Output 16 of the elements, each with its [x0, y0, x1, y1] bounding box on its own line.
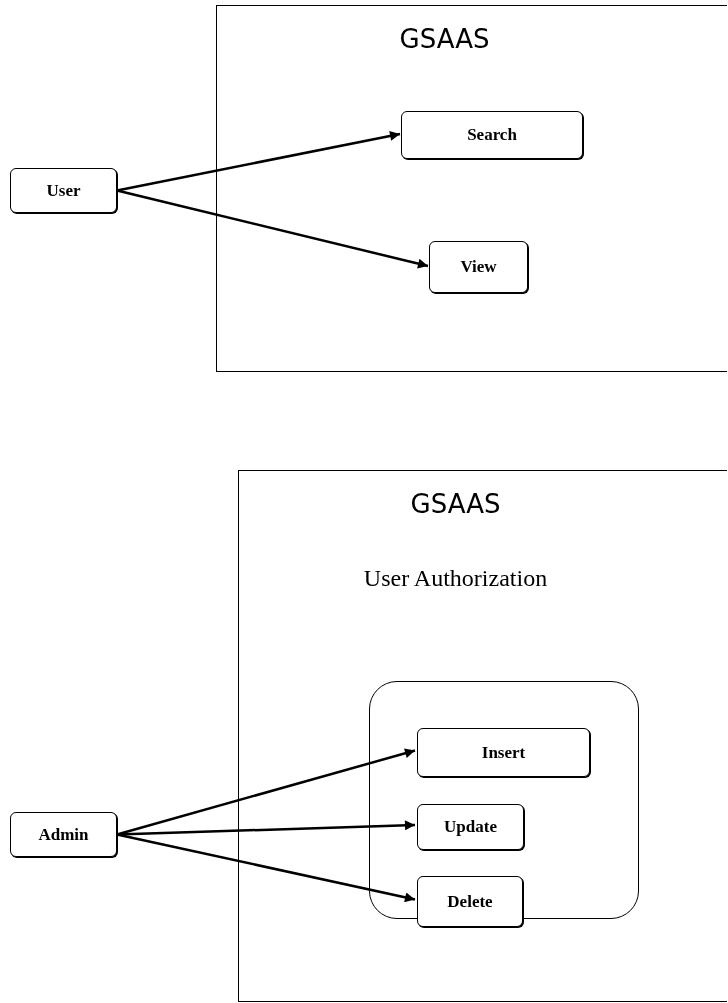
- arrow: [116, 189, 429, 269]
- use-case-box: Insert: [417, 728, 590, 777]
- system-title: GSAAS: [410, 488, 501, 521]
- use-case-box: User: [10, 168, 117, 213]
- system-title: GSAAS: [399, 23, 490, 56]
- arrow: [116, 748, 416, 836]
- system-boundary: [216, 5, 727, 372]
- use-case-box: Delete: [417, 876, 523, 927]
- use-case-box: Update: [417, 804, 524, 850]
- system-boundary: [238, 470, 727, 1002]
- use-case-box: Admin: [10, 812, 117, 857]
- system-subtitle: User Authorization: [363, 564, 548, 593]
- use-case-box: Search: [401, 111, 583, 159]
- arrow: [116, 833, 416, 903]
- arrow: [116, 131, 401, 192]
- use-case-box: View: [429, 241, 528, 293]
